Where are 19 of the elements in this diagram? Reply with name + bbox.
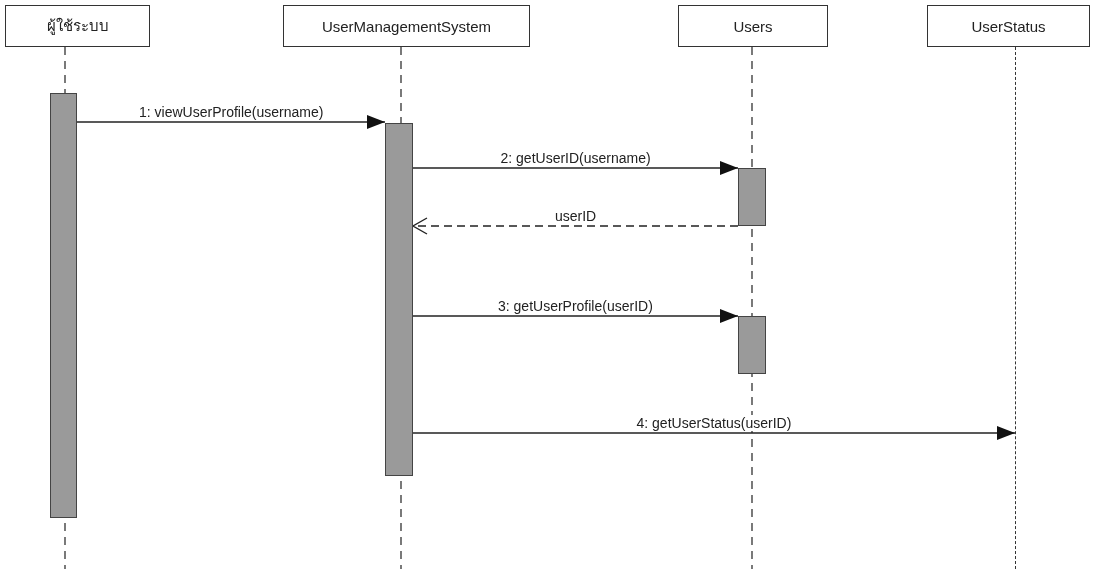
object-box: Users — [678, 5, 828, 47]
message-label: userID — [553, 208, 599, 224]
activation-bar — [738, 316, 766, 374]
message-label: 4: getUserStatus(userID) — [634, 415, 794, 431]
message-arrow — [412, 309, 739, 323]
message-arrow — [412, 161, 739, 175]
lifeline — [1015, 47, 1017, 569]
message-label: 3: getUserProfile(userID) — [496, 298, 655, 314]
message-arrow — [76, 115, 386, 129]
activation-bar — [385, 123, 413, 476]
message-arrow — [412, 426, 1016, 440]
object-box: ผู้ใช้ระบบ — [5, 5, 150, 47]
activation-bar — [738, 168, 766, 226]
object-box: UserManagementSystem — [283, 5, 530, 47]
activation-bar — [50, 93, 77, 518]
message-label: 1: viewUserProfile(username) — [137, 104, 326, 120]
message-label: 2: getUserID(username) — [498, 150, 653, 166]
object-box: UserStatus — [927, 5, 1090, 47]
return-message-arrow — [412, 217, 739, 235]
